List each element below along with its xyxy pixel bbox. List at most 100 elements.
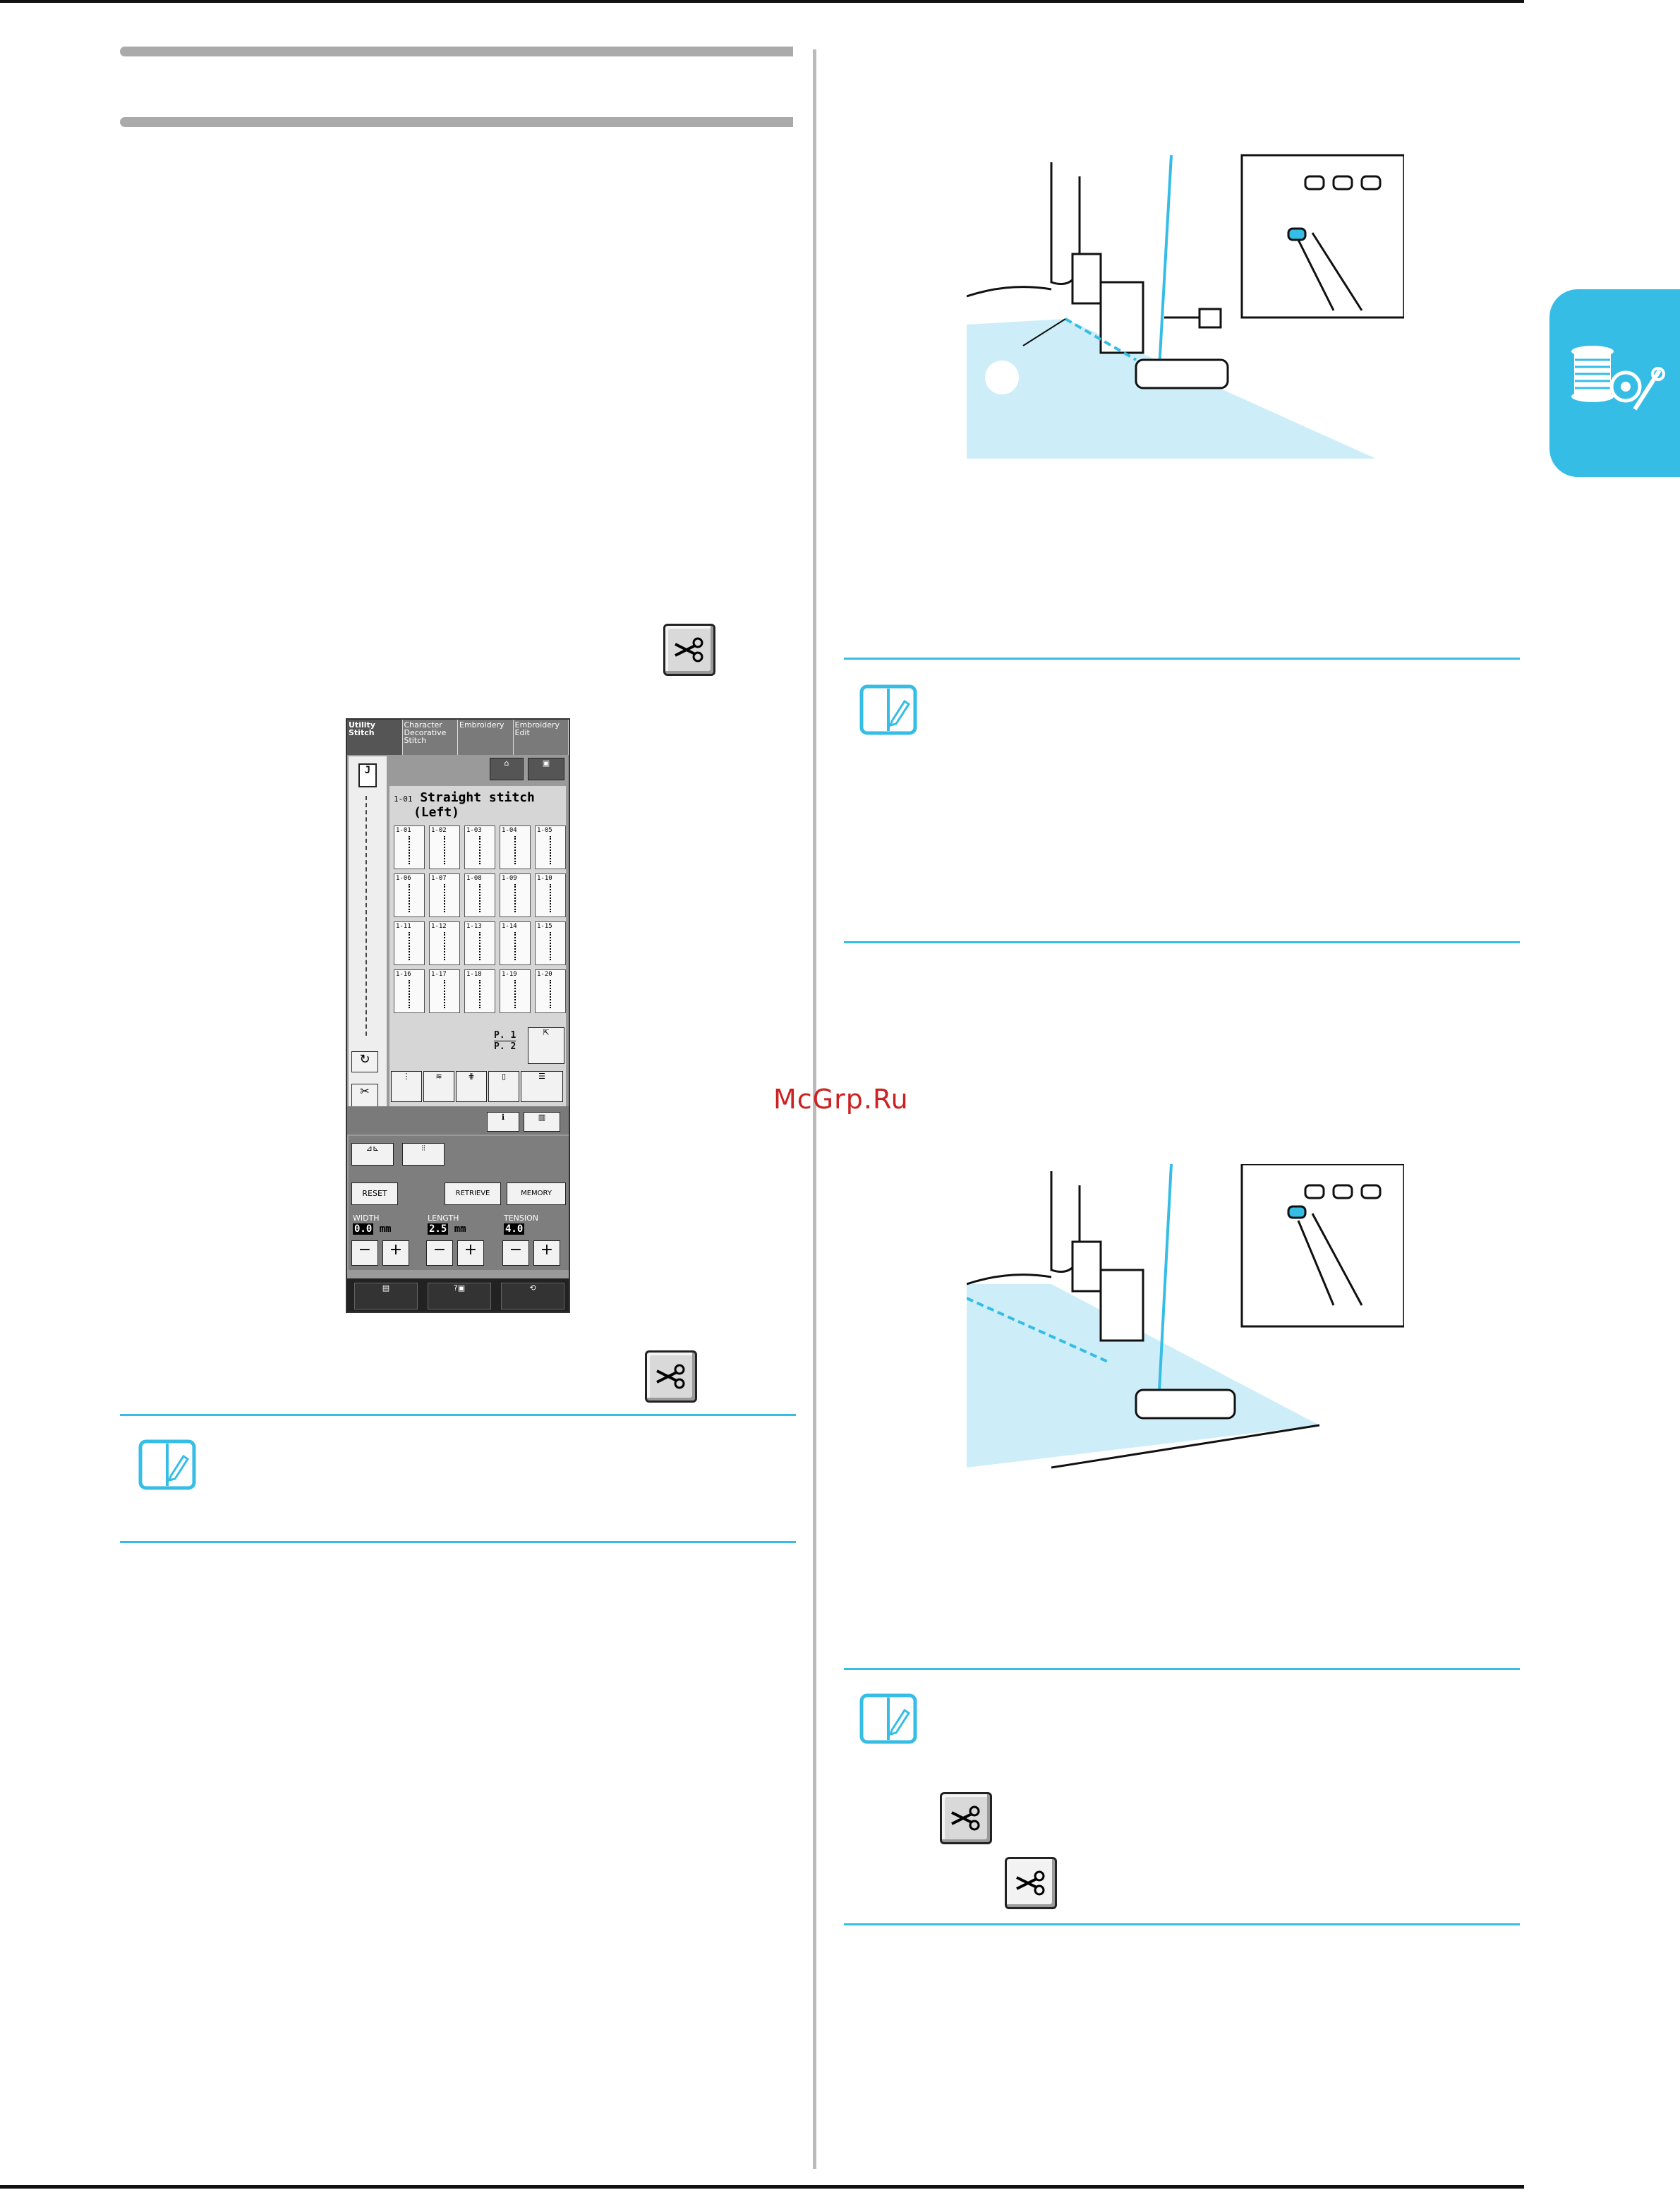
retrieve-button[interactable]: RETRIEVE [445, 1182, 501, 1205]
stitch-cell-code: 1-03 [466, 827, 482, 834]
manual-button[interactable]: ▥ [524, 1112, 560, 1132]
thread-cutter-button[interactable] [645, 1350, 697, 1403]
stitch-cell[interactable]: 1-09 [500, 873, 531, 917]
stitch-cell[interactable]: 1-20 [535, 969, 566, 1013]
stitch-cell[interactable]: 1-02 [429, 825, 460, 869]
memo-rule-bottom [120, 1541, 796, 1543]
stitch-cell-code: 1-04 [502, 827, 517, 834]
width-number: 0.0 [353, 1223, 374, 1235]
thread-cutter-button[interactable] [663, 624, 715, 676]
stitch-cell[interactable]: 1-04 [500, 825, 531, 869]
memo-icon [138, 1439, 196, 1490]
thread-cutter-button[interactable] [1005, 1857, 1057, 1909]
memo-rule-top [844, 658, 1520, 660]
twin-needle-button[interactable]: ⫶⫶ [402, 1143, 445, 1166]
stitch-pattern-icon [444, 884, 447, 912]
stitch-cell[interactable]: 1-15 [535, 921, 566, 965]
tab-character-decorative[interactable]: Character Decorative Stitch [402, 720, 458, 755]
bottom-toolbar: ▤ ?▣ ⟲ [347, 1278, 569, 1312]
category-tab-1[interactable]: ⋮ [391, 1071, 422, 1102]
stitch-cell[interactable]: 1-17 [429, 969, 460, 1013]
memo-rule-top [120, 1414, 796, 1416]
stitch-cell-code: 1-11 [396, 923, 411, 930]
scissors-icon [1016, 1870, 1045, 1896]
stitch-cell-code: 1-05 [537, 827, 552, 834]
sewing-illustration-2 [967, 1164, 1404, 1469]
section-heading-rule-top [120, 47, 793, 56]
page-turn-button[interactable]: ⇱ [528, 1027, 564, 1064]
stitch-pattern-icon [479, 884, 482, 912]
stitch-cell-code: 1-06 [396, 875, 411, 882]
stitch-cell-code: 1-01 [396, 827, 411, 834]
mirror-button[interactable]: ⌂ [490, 758, 524, 780]
stitch-pattern-icon [409, 932, 411, 960]
stitch-cell-code: 1-13 [466, 923, 482, 930]
info-button[interactable]: ℹ [487, 1112, 519, 1132]
stitch-cell[interactable]: 1-19 [500, 969, 531, 1013]
stitch-cell[interactable]: 1-11 [394, 921, 425, 965]
stitch-cell[interactable]: 1-10 [535, 873, 566, 917]
length-number: 2.5 [428, 1223, 449, 1235]
stitch-cell[interactable]: 1-08 [464, 873, 495, 917]
thread-cutter-button[interactable] [940, 1792, 992, 1844]
tension-minus-button[interactable]: − [502, 1240, 529, 1266]
scissors-icon [656, 1364, 685, 1389]
reset-button[interactable]: RESET [351, 1182, 398, 1205]
memory-button[interactable]: MEMORY [507, 1182, 566, 1205]
memo-rule-bottom [844, 941, 1520, 943]
stitch-pattern-icon [514, 884, 517, 912]
stitch-pattern-icon [444, 980, 447, 1008]
category-tab-3[interactable]: ⋕ [456, 1071, 487, 1102]
width-label: WIDTH [353, 1214, 380, 1223]
page-current: P. 1 [494, 1030, 516, 1041]
memo-icon [859, 684, 917, 735]
lcd-screen: Utility Stitch Character Decorative Stit… [346, 718, 570, 1313]
memo-rule-top [844, 1668, 1520, 1670]
stitch-cell[interactable]: 1-14 [500, 921, 531, 965]
settings-button[interactable]: ▤ [354, 1283, 418, 1309]
bobbin-wind-button[interactable]: ⟲ [501, 1283, 564, 1309]
category-tab-2[interactable]: ≋ [423, 1071, 454, 1102]
stitch-cell[interactable]: 1-05 [535, 825, 566, 869]
stitch-cell[interactable]: 1-13 [464, 921, 495, 965]
width-value: 0.0 mm [353, 1223, 392, 1235]
bottom-rule [0, 2185, 1524, 2189]
stitch-cell[interactable]: 1-12 [429, 921, 460, 965]
stitch-cell[interactable]: 1-01 [394, 825, 425, 869]
stitch-pattern-icon [514, 836, 517, 864]
width-minus-button[interactable]: − [351, 1240, 378, 1266]
stitch-cell[interactable]: 1-18 [464, 969, 495, 1013]
watermark: McGrp.Ru [773, 1084, 909, 1115]
stitch-cell-code: 1-09 [502, 875, 517, 882]
stitch-cell[interactable]: 1-06 [394, 873, 425, 917]
width-unit: mm [379, 1223, 392, 1235]
stitch-cell-code: 1-19 [502, 971, 517, 978]
tension-plus-button[interactable]: + [533, 1240, 560, 1266]
length-plus-button[interactable]: + [457, 1240, 484, 1266]
stitch-pattern-icon [550, 836, 552, 864]
help-button[interactable]: ?▣ [428, 1283, 491, 1309]
tab-utility-stitch[interactable]: Utility Stitch [347, 720, 403, 755]
stitch-pattern-icon [550, 980, 552, 1008]
category-tab-5[interactable]: ☰ [521, 1071, 563, 1102]
view-button[interactable]: ▣ [528, 758, 564, 780]
stitch-pattern-icon [479, 932, 482, 960]
mirror-horizontal-button[interactable]: ⊿⊾ [351, 1143, 394, 1166]
stitch-cell-code: 1-20 [537, 971, 552, 978]
stitch-cell-code: 1-15 [537, 923, 552, 930]
stitch-cell[interactable]: 1-16 [394, 969, 425, 1013]
memo-icon [859, 1693, 917, 1744]
stitch-pattern-icon [444, 932, 447, 960]
stitch-cell[interactable]: 1-03 [464, 825, 495, 869]
tab-embroidery-edit[interactable]: Embroidery Edit [513, 720, 569, 755]
length-value: 2.5 mm [428, 1223, 466, 1235]
category-tab-4[interactable]: ▯ [488, 1071, 519, 1102]
stitch-cell[interactable]: 1-07 [429, 873, 460, 917]
reverse-stitch-button[interactable]: ↻ [351, 1051, 378, 1072]
length-minus-button[interactable]: − [426, 1240, 453, 1266]
thread-cutter-lcd-button[interactable]: ✂ [351, 1084, 378, 1108]
tab-embroidery[interactable]: Embroidery [458, 720, 514, 755]
stitch-cell-code: 1-12 [431, 923, 447, 930]
width-plus-button[interactable]: + [382, 1240, 409, 1266]
stitch-cell-code: 1-18 [466, 971, 482, 978]
